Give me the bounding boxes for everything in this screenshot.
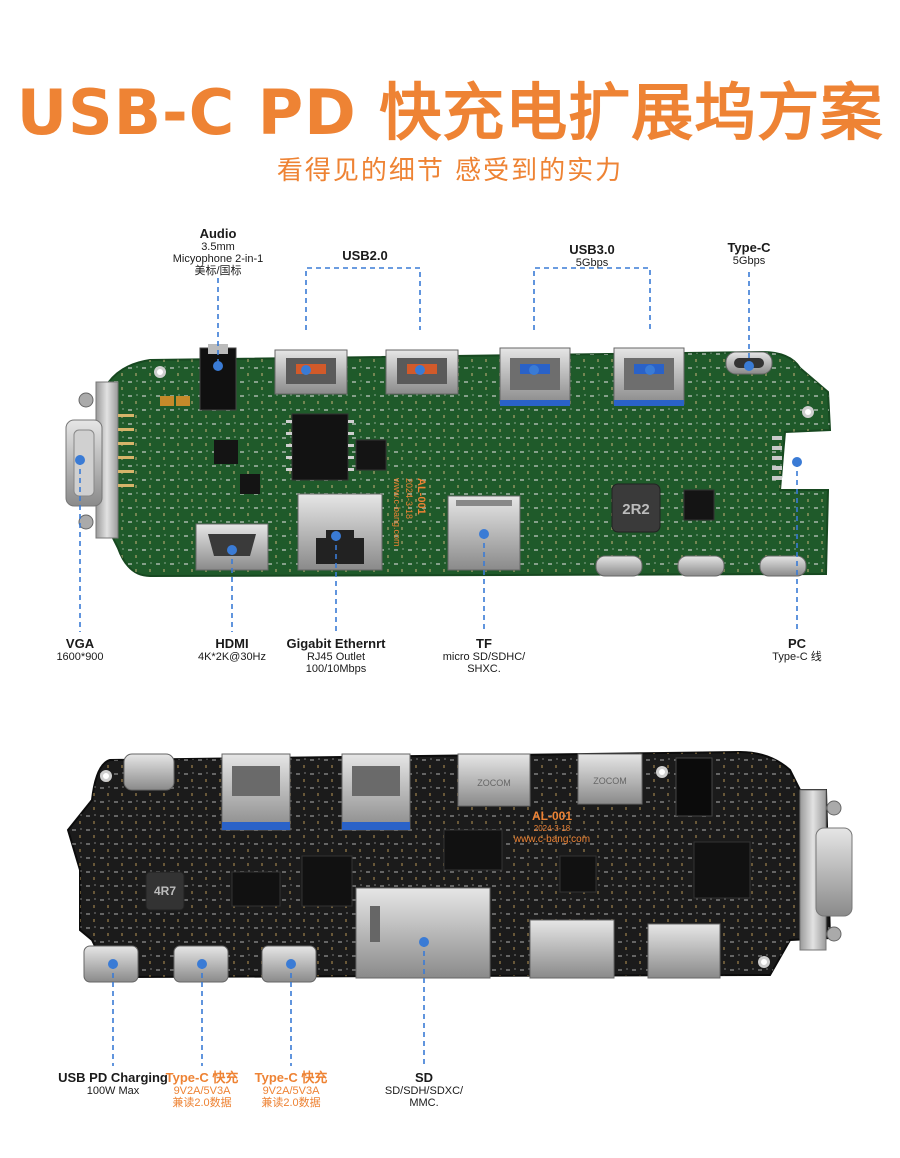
usb3-port-2: [613, 347, 685, 406]
label-hdmi-line1: 4K*2K@30Hz: [197, 651, 267, 663]
top-silk-model: AL-001: [415, 478, 427, 515]
label-usb2: USB2.0: [315, 248, 415, 263]
label-usb2-title: USB2.0: [342, 248, 388, 263]
label-typec-line1: 5Gbps: [732, 255, 766, 267]
chip-small-1: [214, 440, 238, 464]
label-sd: SD SD/SDH/SDXC/ MMC.: [366, 1070, 482, 1109]
audio-jack: [199, 344, 237, 411]
port-mark-2: ZOCOM: [593, 776, 627, 786]
label-sd-line1: SD/SDH/SDXC/: [384, 1085, 464, 1097]
label-ethernet-title: Gigabit Ethernrt: [286, 636, 386, 651]
bottom-silk-url: www.c-bang.com: [513, 834, 590, 845]
capacitor-2: [176, 396, 190, 406]
label-typec-fast-2: Type-C 快充 9V2A/5V3A 兼读2.0数据: [246, 1070, 336, 1109]
bottom-typec-2: [677, 555, 725, 577]
leader-dots: [75, 361, 802, 969]
usb2-port-1: [274, 349, 348, 395]
bottom-silk-model: AL-001: [532, 809, 572, 823]
label-tf-line2: SHXC.: [467, 663, 501, 675]
rear-typec-zocom-1: ZOCOM: [457, 753, 531, 807]
top-pcb: 2R2 AL-001 2024-3: [65, 344, 832, 578]
rear-usb-2: [341, 753, 411, 831]
label-ethernet-line1: RJ45 Outlet: [306, 651, 366, 663]
label-hdmi: HDMI 4K*2K@30Hz: [182, 636, 282, 663]
label-tf: TF micro SD/SDHC/ SHXC.: [424, 636, 544, 675]
label-typec-fast-1-line1: 9V2A/5V3A: [173, 1085, 231, 1097]
bottom-typec-1: [595, 555, 643, 577]
label-typec: Type-C 5Gbps: [704, 240, 794, 267]
label-usb3-title: USB3.0: [569, 242, 615, 257]
capacitor-1: [160, 396, 174, 406]
label-audio: Audio 3.5mm Micyophone 2-in-1 美标/国标: [156, 226, 280, 277]
label-audio-line2: Micyophone 2-in-1: [172, 253, 264, 265]
top-silk-url: www.c-bang.com: [392, 477, 402, 547]
chip-small-2: [240, 474, 260, 494]
inductor-mark: 2R2: [622, 501, 650, 518]
label-hdmi-title: HDMI: [215, 636, 249, 651]
label-vga-title: VGA: [65, 636, 95, 651]
label-usbpd-title: USB PD Charging: [58, 1070, 168, 1085]
label-audio-line3: 美标/国标: [194, 265, 242, 277]
label-usbpd-line1: 100W Max: [86, 1085, 140, 1097]
bottom-silk-date: 2024-3-18: [534, 824, 571, 833]
label-typec-fast-2-line1: 9V2A/5V3A: [262, 1085, 320, 1097]
top-silk-date: 2024-3-18: [404, 478, 414, 519]
label-audio-title: Audio: [199, 226, 237, 241]
chip-lan-controller: [355, 439, 387, 471]
inductor-mark-4r7: 4R7: [154, 884, 176, 898]
label-typec-fast-2-line2: 兼读2.0数据: [261, 1097, 321, 1109]
rear-chip-2: [231, 871, 281, 907]
label-usbpd: USB PD Charging 100W Max: [48, 1070, 178, 1097]
label-sd-line2: MMC.: [409, 1097, 439, 1109]
label-usb3-line1: 5Gbps: [575, 257, 609, 269]
label-tf-line1: micro SD/SDHC/: [442, 651, 526, 663]
pc-cable-pads: [772, 436, 782, 480]
label-vga: VGA 1600*900: [40, 636, 120, 663]
chip-hub-controller: [683, 489, 715, 521]
rear-rj45: [529, 919, 615, 979]
bottom-typec-top: [123, 753, 175, 791]
label-usb3: USB3.0 5Gbps: [542, 242, 642, 269]
label-pc: PC Type-C 线: [752, 636, 842, 663]
port-mark-1: ZOCOM: [477, 778, 511, 788]
rear-chip-4: [559, 855, 597, 893]
page-subtitle: 看得见的细节 感受到的实力: [276, 156, 624, 186]
bottom-typec-3: [759, 555, 807, 577]
label-typec-fast-2-title: Type-C 快充: [254, 1070, 328, 1085]
rear-vga-connector: [799, 789, 853, 951]
label-typec-fast-1-title: Type-C 快充: [165, 1070, 239, 1085]
rear-usb-1: [221, 753, 291, 831]
rear-chip-1: [301, 855, 353, 907]
label-pc-title: PC: [787, 636, 807, 651]
label-pc-line1: Type-C 线: [772, 651, 822, 663]
usb3-port-1: [499, 347, 571, 406]
rear-chip-3: [443, 829, 503, 871]
rj45-port: [297, 493, 383, 571]
label-sd-title: SD: [414, 1070, 434, 1085]
rear-hdmi: [647, 923, 721, 979]
inductor-4r7: 4R7: [145, 871, 185, 911]
label-typec-title: Type-C: [727, 240, 771, 255]
leader-lines: [79, 267, 798, 1066]
label-vga-line1: 1600*900: [56, 651, 104, 663]
label-typec-fast-1-line2: 兼读2.0数据: [172, 1097, 232, 1109]
rear-typec-zocom-2: ZOCOM: [577, 753, 643, 805]
sd-slot: [355, 887, 491, 979]
bottom-pcb: ZOCOM ZOCOM 4R7: [66, 750, 853, 983]
inductor-2r2: 2R2: [611, 483, 661, 533]
label-typec-fast-1: Type-C 快充 9V2A/5V3A 兼读2.0数据: [157, 1070, 247, 1109]
rear-chip-main: [693, 841, 751, 899]
rear-audio-jack: [675, 757, 713, 817]
chip-lan-transformer: [291, 413, 349, 481]
page-title: USB-C PD 快充电扩展坞方案: [16, 76, 884, 149]
label-tf-title: TF: [476, 636, 492, 651]
label-ethernet-line2: 100/10Mbps: [305, 663, 367, 675]
label-ethernet: Gigabit Ethernrt RJ45 Outlet 100/10Mbps: [270, 636, 402, 675]
label-audio-line1: 3.5mm: [201, 241, 235, 253]
